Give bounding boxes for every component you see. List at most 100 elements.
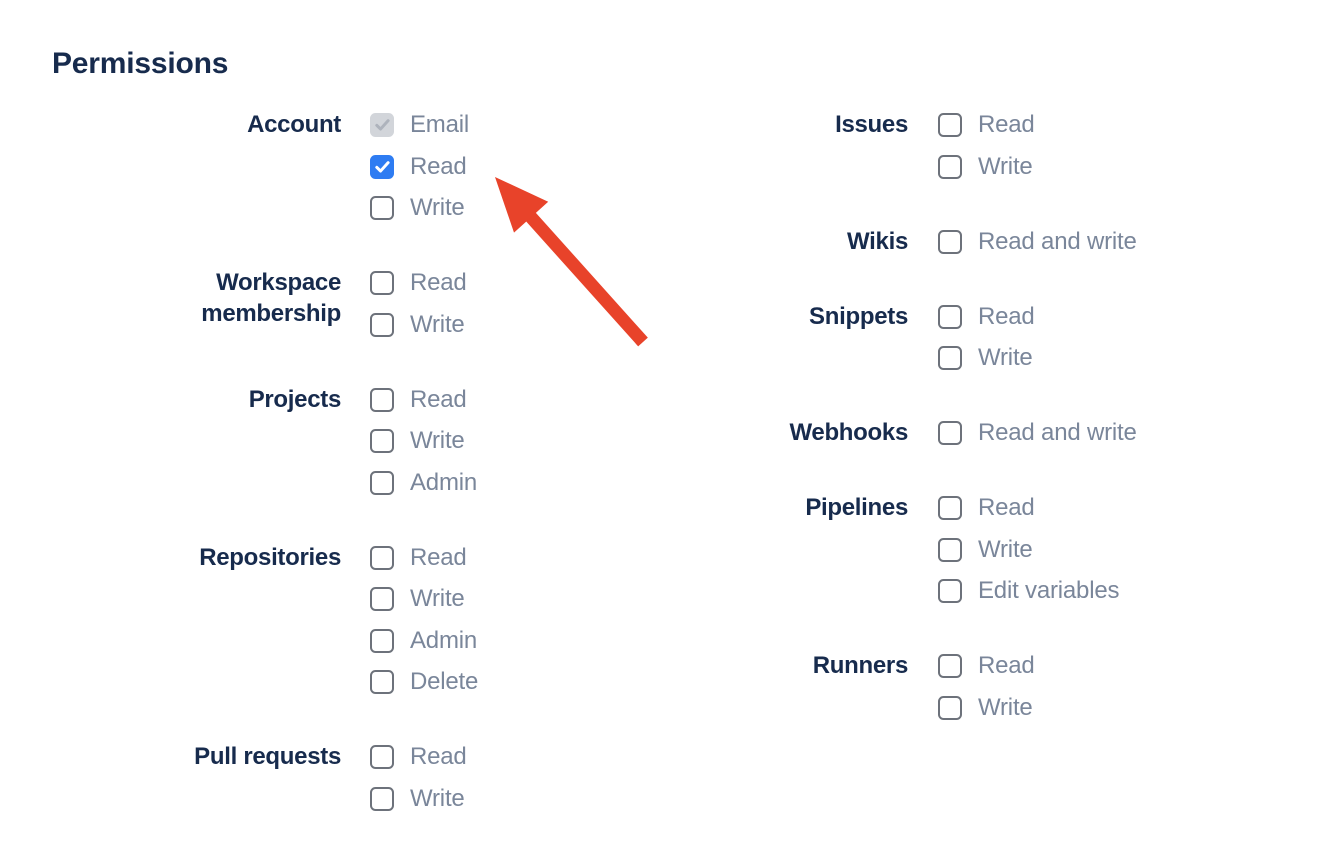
permission-option-snippets-read[interactable]: Read [938,303,1035,331]
permission-option-label: Write [410,427,465,454]
permission-option-label: Admin [410,626,478,654]
checkbox-pipelines-read[interactable] [938,496,962,520]
permission-option-pipelines-edit-variables[interactable]: Edit variables [938,577,1119,605]
checkbox-workspace-membership-write[interactable] [370,312,394,337]
checkbox-webhooks-read-and-write[interactable] [938,421,962,445]
check-icon [374,160,390,173]
permission-option-repositories-write[interactable]: Write [370,585,478,613]
checkbox-runners-write[interactable] [938,695,962,720]
permission-option-label: Read and write [978,227,1137,255]
permission-option-label: Read [410,743,467,770]
permission-option-label: Write [410,310,465,338]
permission-option-repositories-admin[interactable]: Admin [370,627,478,655]
permission-option-issues-write[interactable]: Write [938,153,1035,181]
permission-option-label: Write [978,693,1033,721]
permission-group-label: Pipelines [805,494,908,521]
permission-option-pipelines-read[interactable]: Read [938,494,1119,522]
permission-group-label: Workspace membership [201,269,341,327]
permission-option-account-read[interactable]: Read [370,153,469,181]
permission-option-snippets-write[interactable]: Write [938,344,1035,372]
permission-option-pull-requests-read[interactable]: Read [370,743,467,771]
checkbox-repositories-read[interactable] [370,545,394,570]
permission-group-label: Account [247,111,341,138]
permission-options: Read and write [938,419,1137,461]
checkbox-repositories-delete[interactable] [370,670,394,694]
checkbox-account-read[interactable] [370,154,394,179]
permission-option-label: Admin [410,468,478,496]
checkbox-projects-write[interactable] [370,429,394,453]
checkbox-account-write[interactable] [370,196,394,220]
permission-option-label: Read [978,111,1035,138]
checkbox-pull-requests-write[interactable] [370,786,394,811]
permission-option-label: Write [410,784,465,812]
permission-option-repositories-delete[interactable]: Delete [370,668,478,696]
checkbox-issues-write[interactable] [938,154,962,179]
arrow-head-icon [495,177,549,233]
permission-group-label: Runners [812,652,909,679]
checkbox-issues-read[interactable] [938,113,962,137]
checkbox-pull-requests-read[interactable] [370,745,394,769]
permission-group-label: Pull requests [194,743,341,770]
permission-option-webhooks-read-and-write[interactable]: Read and write [938,419,1137,447]
permission-option-account-email: Email [370,111,469,139]
checkbox-repositories-write[interactable] [370,587,394,611]
permission-option-label: Read [978,652,1035,679]
permission-option-label: Read [410,269,467,296]
permission-group-label: Projects [248,385,342,413]
checkbox-repositories-admin[interactable] [370,628,394,653]
permission-option-runners-write[interactable]: Write [938,694,1035,722]
permission-option-label: Write [978,344,1033,371]
permission-option-repositories-read[interactable]: Read [370,544,478,572]
checkbox-account-email [370,113,394,137]
permission-option-issues-read[interactable]: Read [938,111,1035,139]
permission-option-wikis-read-and-write[interactable]: Read and write [938,228,1137,256]
permission-option-account-write[interactable]: Write [370,194,469,222]
checkbox-projects-admin[interactable] [370,470,394,495]
permission-group-label: Webhooks [789,419,908,446]
arrow-shaft [522,208,648,347]
permission-option-label: Email [410,111,470,138]
permission-option-label: Write [978,535,1033,563]
checkbox-pipelines-write[interactable] [938,537,962,562]
permission-option-workspace-membership-read[interactable]: Read [370,269,467,297]
permission-option-workspace-membership-write[interactable]: Write [370,311,467,339]
check-icon [374,119,390,131]
permission-option-pipelines-write[interactable]: Write [938,536,1119,564]
permission-option-projects-write[interactable]: Write [370,427,477,455]
checkbox-snippets-read[interactable] [938,304,962,329]
checkbox-snippets-write[interactable] [938,346,962,370]
permission-option-label: Read [410,385,467,413]
checkbox-pipelines-edit-variables[interactable] [938,579,962,603]
permission-group-label: Snippets [809,302,908,330]
permission-group-label: Issues [835,111,908,138]
permission-group-label: Wikis [847,227,908,255]
permission-option-label: Read [410,543,467,571]
permission-option-label: Write [410,194,465,221]
permission-option-label: Read and write [978,419,1137,446]
permission-option-runners-read[interactable]: Read [938,652,1035,680]
permission-group-webhooks: Webhooks Read and write [698,419,1137,461]
permission-option-pull-requests-write[interactable]: Write [370,785,467,813]
permission-option-projects-read[interactable]: Read [370,386,477,414]
checkbox-wikis-read-and-write[interactable] [938,229,962,254]
permission-option-label: Edit variables [978,577,1120,604]
checkbox-workspace-membership-read[interactable] [370,271,394,295]
checkbox-runners-read[interactable] [938,654,962,678]
permission-option-projects-admin[interactable]: Admin [370,469,477,497]
permission-option-label: Read [410,152,467,180]
checkbox-projects-read[interactable] [370,387,394,412]
